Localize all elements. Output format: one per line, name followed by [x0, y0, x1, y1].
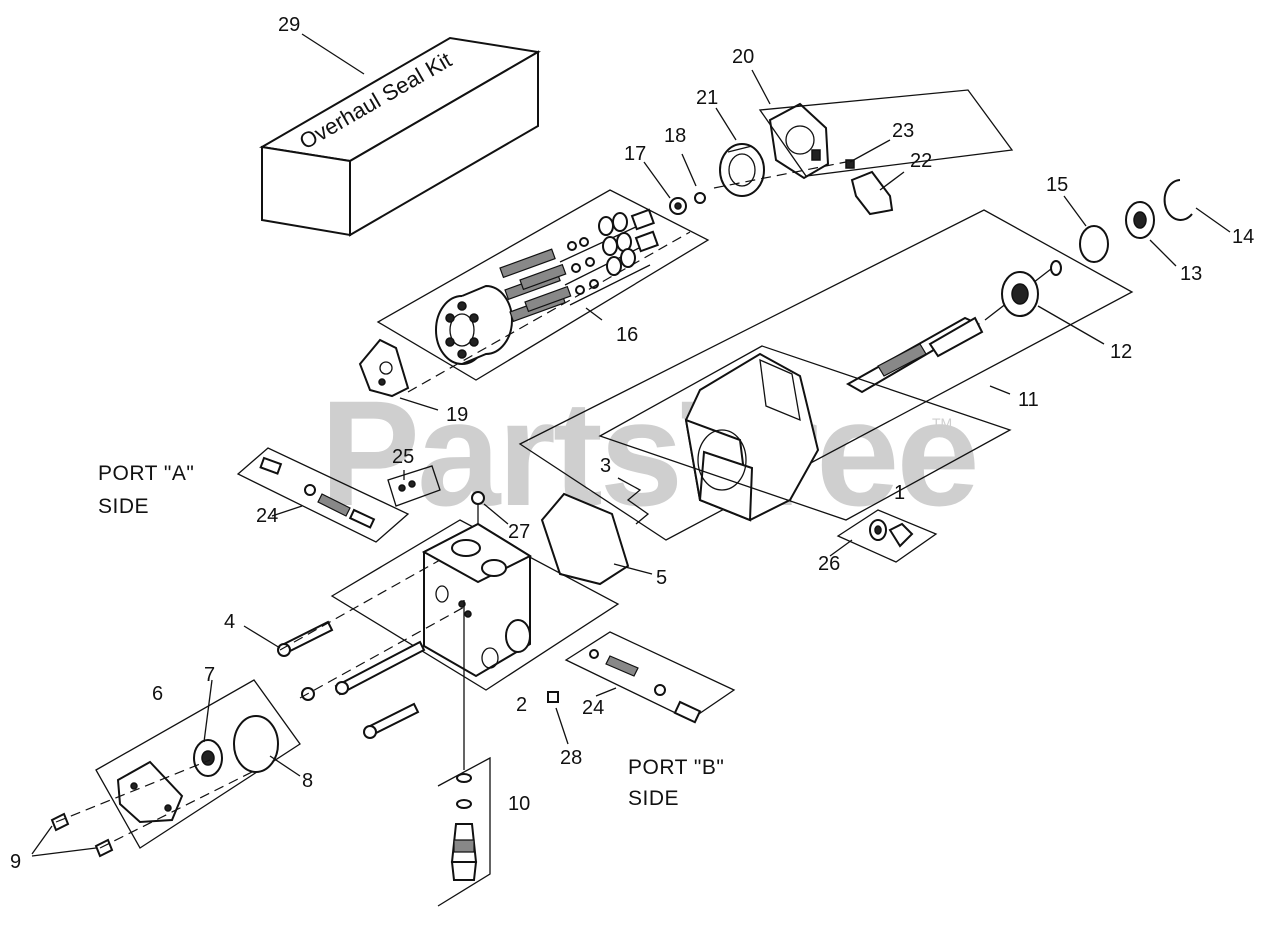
callout-24-top: 24 — [256, 505, 278, 527]
callout-13: 13 — [1180, 263, 1202, 285]
callout-12: 12 — [1110, 341, 1132, 363]
callout-16: 16 — [616, 324, 638, 346]
port-labels: PORT "A" SIDE PORT "B" SIDE — [98, 462, 724, 810]
valve-plate[interactable] — [358, 338, 410, 398]
thrust-washer-group[interactable] — [669, 192, 706, 215]
cover-screw-2[interactable] — [94, 838, 114, 858]
trunnion-arm[interactable] — [845, 159, 894, 216]
center-section[interactable] — [330, 519, 620, 691]
callout-18: 18 — [664, 125, 686, 147]
gasket[interactable] — [540, 492, 630, 586]
charge-pump-gerotor[interactable] — [193, 739, 223, 777]
bolt-4[interactable] — [277, 620, 334, 657]
port-b-check-valve[interactable] — [564, 631, 736, 724]
swashplate-bearing[interactable] — [719, 143, 765, 197]
callout-11: 11 — [1018, 389, 1039, 411]
callout-28: 28 — [560, 747, 582, 769]
charge-pump-cover[interactable] — [95, 679, 301, 849]
bolt-lower[interactable] — [363, 702, 420, 739]
o-ring[interactable] — [1079, 225, 1109, 263]
cover-screw-1[interactable] — [50, 812, 70, 832]
shaft-washer[interactable] — [1050, 260, 1062, 276]
assembly-axis-lines — [55, 161, 847, 849]
cylinder-block-group[interactable] — [376, 189, 710, 381]
callout-19: 19 — [446, 404, 468, 426]
port-b-label-line2: SIDE — [628, 787, 679, 810]
callout-27: 27 — [508, 521, 530, 543]
callout-8: 8 — [302, 770, 313, 792]
callout-14: 14 — [1232, 226, 1254, 248]
callout-22: 22 — [910, 150, 932, 172]
callout-10: 10 — [508, 793, 530, 815]
port-a-check-valve[interactable] — [236, 447, 410, 543]
callout-24-bottom: 24 — [582, 697, 604, 719]
seal-kit-26[interactable] — [836, 509, 938, 563]
callout-3: 3 — [600, 455, 611, 477]
callout-26: 26 — [818, 553, 840, 575]
plug-28[interactable] — [547, 691, 559, 703]
watermark-trademark: TM — [932, 415, 952, 431]
shaft-bearing[interactable] — [1001, 271, 1039, 317]
callout-6: 6 — [152, 683, 163, 705]
shaft-seal[interactable] — [1125, 201, 1155, 239]
callout-15: 15 — [1046, 174, 1068, 196]
dowel-pin[interactable] — [617, 477, 650, 525]
retaining-ring[interactable] — [1163, 179, 1193, 221]
callout-1: 1 — [894, 482, 905, 504]
leader-arrows — [31, 33, 1231, 857]
port-a-label-line2: SIDE — [98, 495, 149, 518]
callout-29: 29 — [278, 14, 300, 36]
drain-fitting[interactable] — [437, 600, 491, 907]
callout-labels: 29 20 21 18 17 23 22 15 14 13 12 16 11 1… — [10, 14, 1254, 873]
callout-21: 21 — [696, 87, 718, 109]
input-shaft[interactable] — [845, 261, 1061, 394]
callout-5: 5 — [656, 567, 667, 589]
callout-20: 20 — [732, 46, 754, 68]
pump-housing[interactable] — [518, 209, 1134, 541]
callout-9: 9 — [10, 851, 21, 873]
port-a-label-line1: PORT "A" — [98, 462, 194, 485]
bolt-long[interactable] — [301, 640, 426, 701]
swashplate[interactable] — [758, 89, 1014, 180]
callout-25: 25 — [392, 446, 414, 468]
callout-7: 7 — [204, 664, 215, 686]
callout-23: 23 — [892, 120, 914, 142]
callout-4: 4 — [224, 611, 235, 633]
callout-2: 2 — [516, 694, 527, 716]
check-valve-plug[interactable] — [387, 465, 441, 507]
port-b-label-line1: PORT "B" — [628, 756, 724, 779]
callout-17: 17 — [624, 143, 646, 165]
cover-o-ring[interactable] — [233, 715, 279, 773]
overhaul-seal-kit-box[interactable]: Overhaul Seal Kit — [259, 36, 541, 237]
